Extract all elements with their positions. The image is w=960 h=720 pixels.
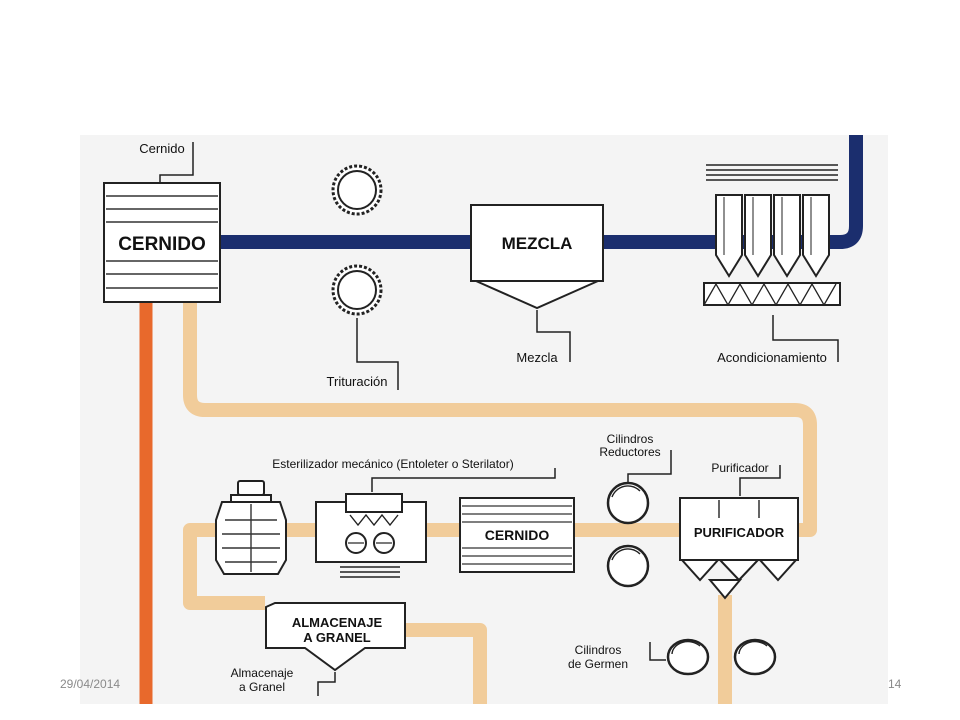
cilindros-germen-label-2: de Germen [568, 657, 628, 671]
almacenaje-box [265, 602, 406, 672]
cernido-top-label: Cernido [139, 141, 185, 156]
germen-leader [649, 642, 666, 661]
reductores-roll-upper [606, 481, 650, 525]
acondicionamiento-unit: Acondicionamiento [703, 164, 841, 365]
purificador-box [679, 497, 799, 561]
trituracion-roll-lower-inner [337, 270, 377, 310]
slide-page-number: 14 [888, 677, 902, 691]
cernido-top-unit: CERNIDO Cernido [103, 141, 221, 303]
purificador-outlet [707, 579, 743, 600]
almacenaje-label-2: a Granel [239, 680, 285, 694]
cernido-middle-box-label: CERNIDO [485, 527, 550, 543]
navy-pipe-main [220, 135, 863, 249]
esterilizador-leader [371, 468, 556, 492]
acondicionamiento-leader [772, 315, 839, 362]
trituracion-roll-upper-inner [337, 170, 377, 210]
mezcla-leader [536, 310, 571, 362]
mezcla-hopper [475, 280, 599, 310]
tan-pipe-storage-out [405, 623, 487, 704]
cilindros-reductores-label-1: Cilindros [607, 432, 654, 446]
cilindros-reductores-unit: Cilindros Reductores [599, 432, 672, 588]
cernido-top-box-label: CERNIDO [118, 234, 206, 255]
cilindros-reductores-label-2: Reductores [599, 445, 660, 459]
cilindros-germen-label-1: Cilindros [575, 643, 622, 657]
cernido-top-leader [159, 142, 194, 183]
navy-pipes [220, 135, 863, 249]
almacenaje-box-label-1: ALMACENAJE [292, 615, 383, 630]
trituracion-roll-upper-outer [331, 164, 383, 216]
germen-roll-right [733, 638, 777, 676]
reductores-roll-lower [606, 544, 650, 588]
mezcla-box [470, 204, 604, 282]
cernido-middle-unit: CERNIDO [459, 497, 575, 573]
mezcla-unit: MEZCLA Mezcla [470, 204, 604, 365]
acondicionamiento-conveyor [703, 282, 841, 306]
trituracion-unit: Trituración [327, 164, 399, 390]
esterilizador-unit: Esterilizador mecánico (Entoleter o Ster… [272, 457, 556, 578]
almacenaje-leader [317, 672, 336, 696]
almacenaje-unit: ALMACENAJE A GRANEL Almacenaje a Granel [231, 602, 406, 696]
purificador-label: Purificador [711, 461, 768, 475]
purificador-unit: PURIFICADOR Purificador [679, 461, 799, 600]
mezcla-label: Mezcla [516, 350, 558, 365]
cilindros-germen-unit: Cilindros de Germen [568, 638, 777, 676]
almacenaje-label-1: Almacenaje [231, 666, 294, 680]
impact-machine-unit [215, 480, 287, 575]
almacenaje-box-label-2: A GRANEL [303, 630, 370, 645]
trituracion-label: Trituración [327, 374, 388, 389]
trituracion-leader [356, 318, 399, 390]
germen-roll-left [666, 638, 710, 676]
trituracion-roll-lower-outer [331, 264, 383, 316]
reductores-leader [627, 450, 672, 482]
acondicionamiento-silos [715, 194, 830, 278]
purificador-box-label: PURIFICADOR [694, 525, 785, 540]
esterilizador-inlet [345, 493, 403, 513]
purificador-leader [739, 465, 781, 496]
acondicionamiento-label: Acondicionamiento [717, 350, 827, 365]
slide-date: 29/04/2014 [60, 677, 121, 691]
esterilizador-label: Esterilizador mecánico (Entoleter o Ster… [272, 457, 513, 471]
mezcla-box-label: MEZCLA [502, 234, 573, 253]
tan-pipe-main-loop [183, 302, 817, 537]
